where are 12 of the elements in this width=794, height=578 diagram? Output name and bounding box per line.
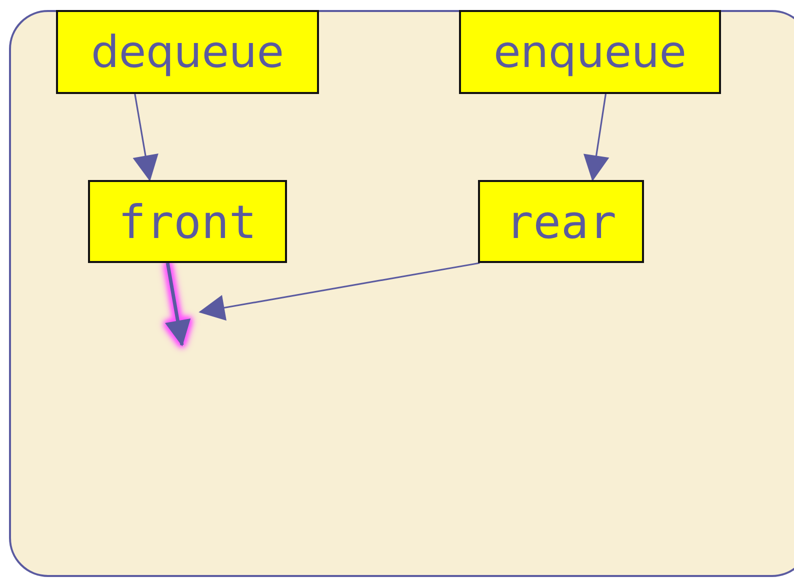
arrow: [165, 262, 191, 346]
label-box: [478, 180, 644, 263]
node-label: rear: [506, 194, 616, 248]
arrow: [132, 94, 158, 182]
node-label: dequeue: [91, 26, 284, 78]
node-label: enqueue: [494, 26, 686, 78]
label-box: [459, 10, 721, 94]
arrow: [583, 94, 610, 182]
label-box: [88, 180, 287, 263]
arrow: [198, 262, 480, 321]
node-label: front: [118, 194, 257, 248]
label-box: [56, 10, 319, 94]
